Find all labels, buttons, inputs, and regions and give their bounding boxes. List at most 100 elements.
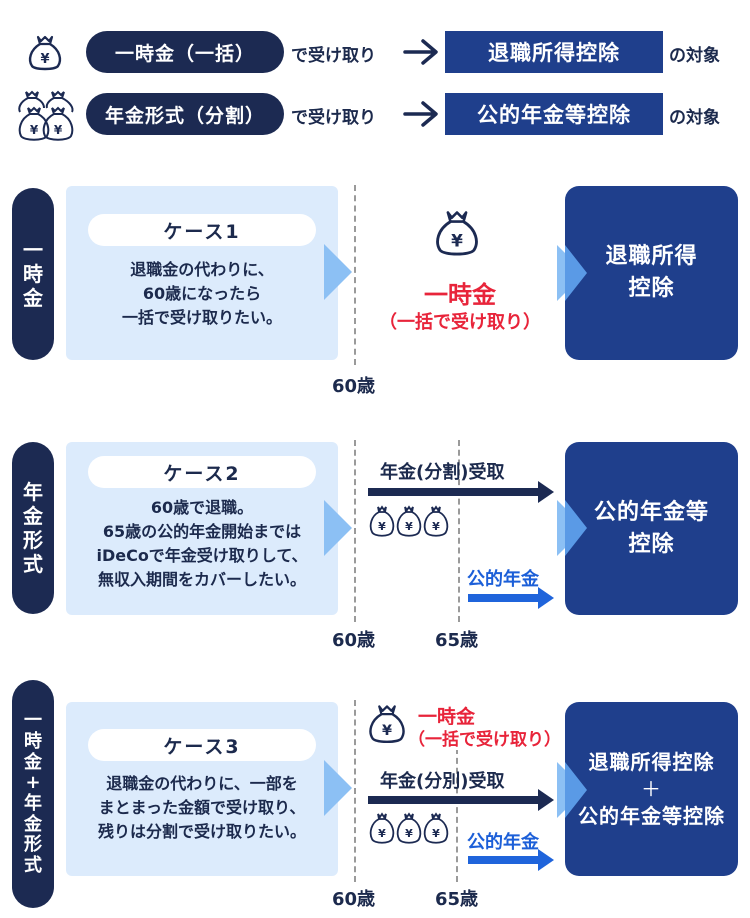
money-bags-stack-icon: ¥ ¥ [14, 88, 80, 144]
desc-line: 65歳の公的年金開始までは [102, 522, 302, 541]
age-60-line [354, 440, 356, 622]
result-line: 公的年金等 [593, 499, 709, 525]
side-label-lump-sum: 一 時 金 [12, 188, 54, 360]
side-char: 一 [23, 238, 43, 262]
case-card: ケース1 退職金の代わりに、 60歳になったら 一括で受け取りたい。 [66, 186, 338, 360]
side-char: 時 [23, 262, 43, 286]
lump-sum-label: 一時金 [424, 281, 496, 309]
age-60-line [354, 185, 356, 365]
side-char: 金 [23, 286, 43, 310]
lump-sum-sublabel: （一括で受け取り） [379, 312, 541, 333]
chevron-right-icon [324, 244, 352, 300]
money-bags-row-icon: ¥ ¥ ¥ [368, 812, 452, 846]
result-box: 退職所得控除 ＋ 公的年金等控除 [565, 702, 738, 876]
svg-text:¥: ¥ [378, 520, 386, 533]
public-pension-arrow [468, 849, 554, 871]
public-pension-deduction-box: 公的年金等控除 [445, 93, 663, 135]
svg-text:¥: ¥ [405, 827, 413, 840]
money-bag-icon: ¥ [366, 700, 408, 746]
arrow-right-icon [403, 38, 439, 66]
side-char: 金 [23, 504, 43, 528]
case-description: 60歳で退職。 65歳の公的年金開始までは iDeCoで年金受け取りして、 無収… [66, 496, 338, 592]
svg-text:¥: ¥ [382, 723, 392, 739]
money-bag-icon: ¥ [432, 206, 482, 258]
desc-line: 60歳で退職。 [150, 498, 254, 517]
lump-sum-label: 一時金 [418, 706, 476, 728]
public-pension-label: 公的年金 [467, 832, 539, 853]
age-label: 65歳 [435, 630, 479, 651]
pension-label: 年金(分別)受取 [380, 771, 505, 792]
legend-suffix: で受け取り [291, 108, 376, 128]
lump-sum-sublabel: （一括で受け取り） [408, 725, 561, 750]
side-char: 年 [24, 793, 42, 814]
svg-text:¥: ¥ [30, 123, 39, 137]
age-60-line [354, 700, 356, 882]
result-plus: ＋ [641, 776, 662, 801]
age-label: 65歳 [435, 889, 479, 910]
age-label: 60歳 [332, 889, 376, 910]
side-char: 金 [24, 751, 42, 773]
desc-line: 退職金の代わりに、一部を [106, 774, 298, 793]
side-label-lump-sum-plus-pension: 一 時 金 + 年 金 形 式 [12, 680, 54, 908]
case-title: ケース2 [88, 456, 316, 488]
side-char: 金 [24, 813, 42, 835]
desc-line: 残りは分割で受け取りたい。 [97, 822, 306, 841]
svg-text:¥: ¥ [378, 827, 386, 840]
side-char: 形 [24, 834, 42, 856]
age-label: 60歳 [332, 630, 376, 651]
chevron-right-icon [324, 500, 352, 556]
desc-line: 退職金の代わりに、 [130, 260, 274, 279]
retirement-deduction-box: 退職所得控除 [445, 31, 663, 73]
case-title: ケース1 [88, 214, 316, 246]
chevron-right-icon [324, 760, 352, 816]
case-title: ケース3 [88, 729, 316, 761]
case-description: 退職金の代わりに、 60歳になったら 一括で受け取りたい。 [66, 258, 338, 330]
public-pension-arrow [468, 587, 554, 609]
svg-text:¥: ¥ [432, 827, 440, 840]
desc-line: 無収入期間をカバーしたい。 [97, 570, 306, 589]
side-char: 一 [24, 710, 42, 732]
pension-label: 年金(分割)受取 [380, 462, 505, 483]
pension-arrow [368, 481, 554, 503]
money-bags-row-icon: ¥ ¥ ¥ [368, 505, 452, 539]
side-char: 式 [24, 855, 42, 877]
result-box: 公的年金等 控除 [565, 442, 738, 615]
svg-text:¥: ¥ [54, 123, 63, 137]
result-line: 退職所得控除 [588, 749, 715, 774]
chevron-overlap-icon [565, 500, 587, 556]
side-char: 時 [24, 730, 42, 752]
chevron-overlap-icon [565, 762, 587, 818]
legend-target: の対象 [669, 46, 720, 66]
case-description: 退職金の代わりに、一部を まとまった金額で受け取り、 残りは分割で受け取りたい。 [66, 772, 338, 844]
desc-line: 60歳になったら [142, 284, 262, 303]
desc-line: 一括で受け取りたい。 [121, 308, 282, 327]
svg-text:¥: ¥ [405, 520, 413, 533]
desc-line: まとまった金額で受け取り、 [98, 798, 306, 817]
pension-arrow [368, 789, 554, 811]
result-line: 控除 [628, 276, 675, 301]
legend-target: の対象 [669, 108, 720, 128]
chevron-overlap-icon [565, 245, 587, 301]
svg-text:¥: ¥ [451, 230, 463, 250]
case-card: ケース3 退職金の代わりに、一部を まとまった金額で受け取り、 残りは分割で受け… [66, 702, 338, 876]
side-char: 式 [23, 552, 43, 576]
public-pension-label: 公的年金 [467, 569, 539, 590]
age-65-line [458, 440, 460, 622]
result-line: 控除 [628, 531, 675, 557]
side-label-pension: 年 金 形 式 [12, 442, 54, 614]
result-box: 退職所得 控除 [565, 186, 738, 360]
side-char: 形 [23, 528, 43, 552]
desc-line: iDeCoで年金受け取りして、 [96, 546, 308, 565]
svg-text:¥: ¥ [432, 520, 440, 533]
arrow-right-icon [403, 100, 439, 128]
legend-suffix: で受け取り [291, 46, 376, 66]
result-line: 退職所得 [605, 244, 698, 270]
lump-sum-pill: 一時金（一括） [86, 31, 284, 73]
pension-pill: 年金形式（分割） [86, 93, 284, 135]
result-line: 公的年金等控除 [578, 803, 725, 828]
age-65-line [456, 748, 458, 882]
money-bag-icon: ¥ [26, 32, 64, 72]
age-label: 60歳 [332, 376, 376, 397]
side-char: 年 [23, 480, 43, 504]
svg-text:¥: ¥ [40, 52, 49, 67]
